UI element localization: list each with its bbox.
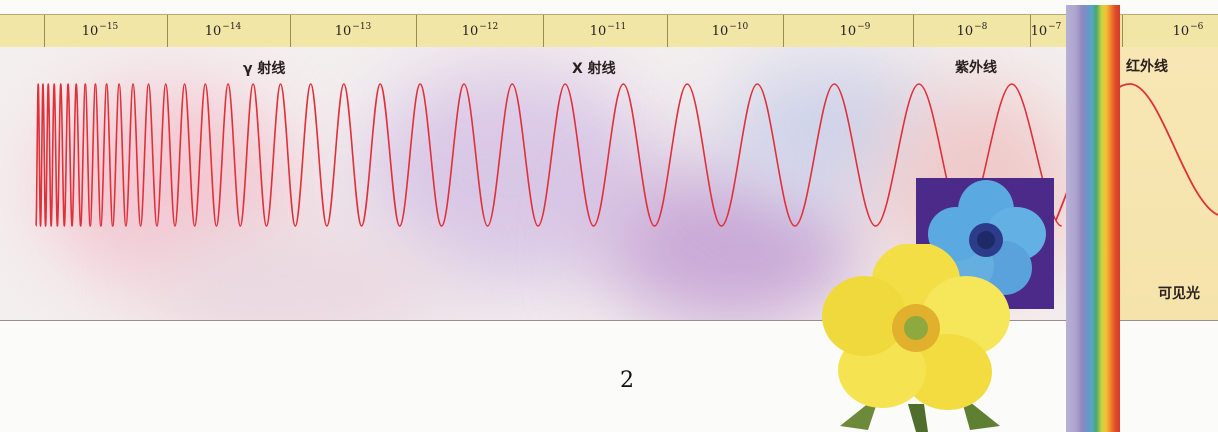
scale-tick-label: 10−7 [1030, 22, 1062, 39]
scale-divider [290, 15, 291, 47]
scale-divider [667, 15, 668, 47]
scale-divider [1122, 15, 1123, 47]
visible-light-label: 可见光 [1158, 286, 1200, 302]
scale-divider [44, 15, 45, 47]
infrared-panel [1120, 47, 1218, 321]
scale-tick-label: 10−13 [334, 22, 372, 39]
yellow-flower-image [822, 244, 1010, 432]
infrared-label: 红外线 [1126, 59, 1168, 75]
ultraviolet-label: 紫外线 [955, 60, 997, 76]
scale-tick-label: 10−6 [1172, 22, 1204, 39]
scale-tick-label: 10−8 [956, 22, 988, 39]
gamma-ray-label: γ 射线 [243, 61, 286, 77]
scale-tick-label: 10−14 [204, 22, 242, 39]
scale-divider [1030, 15, 1031, 47]
wavelength-scale: 10−15 10−14 10−13 10−12 10−11 10−10 10−9 10−8 10… [0, 14, 1218, 48]
scale-tick-label: 10−9 [839, 22, 871, 39]
scale-divider [543, 15, 544, 47]
band-baseline [0, 320, 1218, 321]
scale-divider [783, 15, 784, 47]
scale-tick-label: 10−11 [589, 22, 627, 39]
scale-divider [913, 15, 914, 47]
scale-divider [167, 15, 168, 47]
electromagnetic-wave [35, 83, 1063, 227]
scale-tick-label: 10−12 [461, 22, 499, 39]
page-number: 2 [620, 368, 634, 393]
scale-tick-label: 10−15 [81, 22, 119, 39]
visible-spectrum-strip [1066, 5, 1120, 432]
x-ray-label: X 射线 [572, 61, 616, 77]
scale-tick-label: 10−10 [711, 22, 749, 39]
scale-divider [416, 15, 417, 47]
